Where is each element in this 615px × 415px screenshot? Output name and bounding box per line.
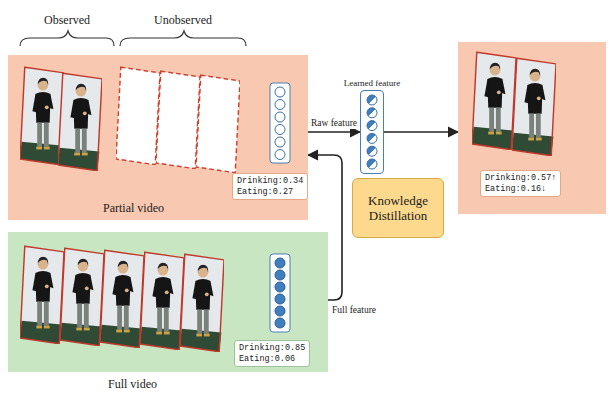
score-box: Drinking:0.57↑Eating:0.16↓ [480,170,561,197]
score-text: Eating:0.06 [239,354,305,365]
output-video-panel: Drinking:0.57↑Eating:0.16↓ [458,42,606,214]
feature-title: Learned feature [344,78,401,88]
feature-vector: Learned feature [360,90,384,174]
score-box: Drinking:0.85Eating:0.06 [234,340,310,367]
score-text: Eating:0.16↓ [485,184,556,195]
observed-brace [20,31,114,46]
learned-feature-vector [361,91,383,173]
segment-label: Unobserved [154,13,212,28]
segment-label: Observed [44,13,90,28]
edge-label: Raw feature [310,118,358,129]
score-text: Drinking:0.34 [237,176,303,187]
score-text: Drinking:0.85 [239,343,305,354]
arrow-connector [384,131,458,133]
distillation-box: Knowledge Distillation [352,178,444,238]
arrow-connector [308,131,360,133]
score-box: Drinking:0.34Eating:0.27 [232,173,308,200]
score-text: Drinking:0.57↑ [485,173,556,184]
panel-title: Full video [108,377,157,392]
score-text: Eating:0.27 [237,187,303,198]
unobserved-brace [120,31,246,46]
partial-video-panel: Partial video Drinking:0.34Eating:0.27 [8,55,308,220]
box-text: Knowledge Distillation [357,193,439,223]
panel-title: Partial video [103,201,164,216]
edge-label: Full feature [331,305,377,316]
full-video-panel: Full videoDrinking:0.85Eating:0.06 [8,232,328,372]
